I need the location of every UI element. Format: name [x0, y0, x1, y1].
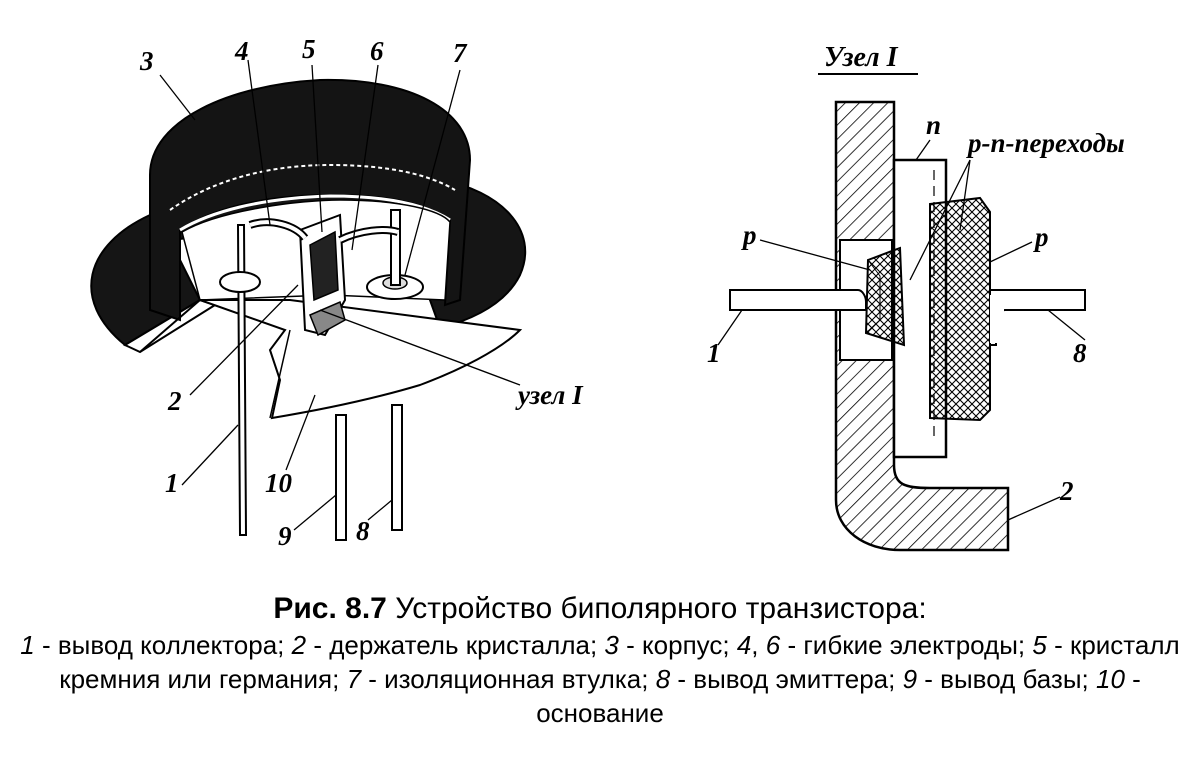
caption-num: 5	[1032, 630, 1047, 660]
label-7: 7	[453, 38, 468, 68]
label-6: 6	[370, 36, 384, 66]
caption-fig-number: Рис. 8.7	[273, 592, 387, 625]
label-node: узел I	[515, 380, 584, 410]
base-plate	[199, 299, 523, 420]
node-detail: Узел I n p-n-переходы p	[707, 42, 1125, 552]
caption-item-text: - корпус;	[618, 630, 737, 660]
junctions-label: p-n-переходы	[966, 128, 1125, 158]
caption-item-text: - кристалл кремния или германия;	[59, 630, 1180, 694]
label-2: 2	[167, 386, 182, 416]
label-4: 4	[234, 36, 249, 66]
caption-num: 7	[346, 664, 362, 694]
n-label: n	[926, 110, 941, 140]
caption-num: 4	[736, 630, 752, 660]
caption-num: 6	[765, 630, 781, 660]
label-8: 8	[356, 516, 370, 546]
transistor-figure: 3 4 5 6 7 2 1 10 9 8 узел I Узел I	[90, 34, 1125, 552]
p-region-right	[929, 196, 991, 422]
detail-label-2: 2	[1059, 476, 1074, 506]
label-1: 1	[165, 468, 179, 498]
label-5: 5	[302, 34, 316, 64]
transistor-cutaway: 3 4 5 6 7 2 1 10 9 8 узел I	[90, 34, 584, 551]
p-left-label: p	[741, 220, 757, 250]
node-detail-title: Узел I	[824, 42, 899, 73]
p-right-label: p	[1033, 222, 1049, 252]
caption-item-text: - гибкие электроды;	[780, 630, 1033, 660]
caption-line-1: 1 - вывод коллектора; 2 - держатель крис…	[0, 628, 1200, 730]
caption-num: 8	[655, 664, 671, 694]
caption-num: 1	[20, 630, 35, 660]
lead-1	[729, 289, 867, 311]
label-10: 10	[265, 468, 293, 498]
caption-num: 3	[604, 630, 619, 660]
caption-item-text: - вывод эмиттера;	[670, 664, 903, 694]
caption-title-text: Устройство биполярного транзистора:	[386, 592, 927, 625]
caption-title: Рис. 8.7 Устройство биполярного транзист…	[0, 590, 1200, 628]
caption-item-text: - вывод базы;	[917, 664, 1096, 694]
label-9: 9	[278, 521, 292, 551]
caption-item-text: - основание	[536, 664, 1141, 728]
figure-caption: Рис. 8.7 Устройство биполярного транзист…	[0, 590, 1200, 730]
holder-section	[834, 100, 1010, 552]
crystal	[309, 230, 339, 302]
p-region-left	[864, 246, 906, 347]
detail-label-1: 1	[707, 338, 721, 368]
detail-label-8: 8	[1073, 338, 1087, 368]
caption-num: 2	[291, 630, 307, 660]
label-3: 3	[139, 46, 154, 76]
caption-item-text: ,	[751, 630, 766, 660]
caption-item-text: - держатель кристалла;	[306, 630, 605, 660]
caption-item-text: - вывод коллектора;	[34, 630, 292, 660]
casing	[149, 78, 472, 322]
lead-8	[989, 289, 1086, 346]
caption-item-text: - изоляционная втулка;	[361, 664, 656, 694]
collector-lead	[236, 224, 248, 536]
caption-num: 10	[1096, 664, 1125, 694]
caption-num: 9	[902, 664, 918, 694]
